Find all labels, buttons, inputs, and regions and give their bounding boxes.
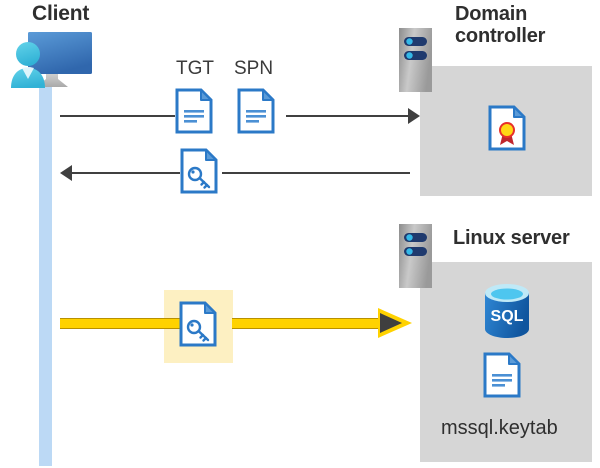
response-arrow-segment-left [72, 172, 180, 174]
present-ticket-arrowhead [378, 304, 412, 342]
client-computer-user-icon [8, 28, 94, 92]
domain-controller-title: Domain controller [455, 3, 546, 48]
service-ticket-key-document-icon [180, 148, 218, 194]
request-arrow-segment-right [286, 115, 410, 117]
spn-document-icon [237, 88, 275, 134]
response-arrowhead [60, 165, 72, 181]
sql-database-icon: SQL [481, 283, 533, 339]
svg-text:SQL: SQL [491, 308, 524, 325]
client-title: Client [32, 2, 90, 25]
present-ticket-arrow-segment-right [232, 318, 382, 329]
response-arrow-segment-right [222, 172, 410, 174]
presented-ticket-key-document-icon [179, 301, 217, 347]
spn-label: SPN [234, 58, 274, 79]
client-lifeline [39, 84, 52, 466]
request-arrow-segment-left [60, 115, 175, 117]
linux-server-rack-icon [399, 224, 432, 288]
linux-server-title: Linux server [453, 227, 570, 249]
keytab-filename-label: mssql.keytab [441, 417, 558, 439]
certificate-document-icon [488, 105, 526, 151]
request-arrowhead [408, 108, 420, 124]
keytab-document-icon [483, 352, 521, 398]
tgt-label: TGT [176, 58, 214, 79]
domain-controller-rack-icon [399, 28, 432, 92]
tgt-document-icon [175, 88, 213, 134]
present-ticket-arrow-segment-left [60, 318, 180, 329]
